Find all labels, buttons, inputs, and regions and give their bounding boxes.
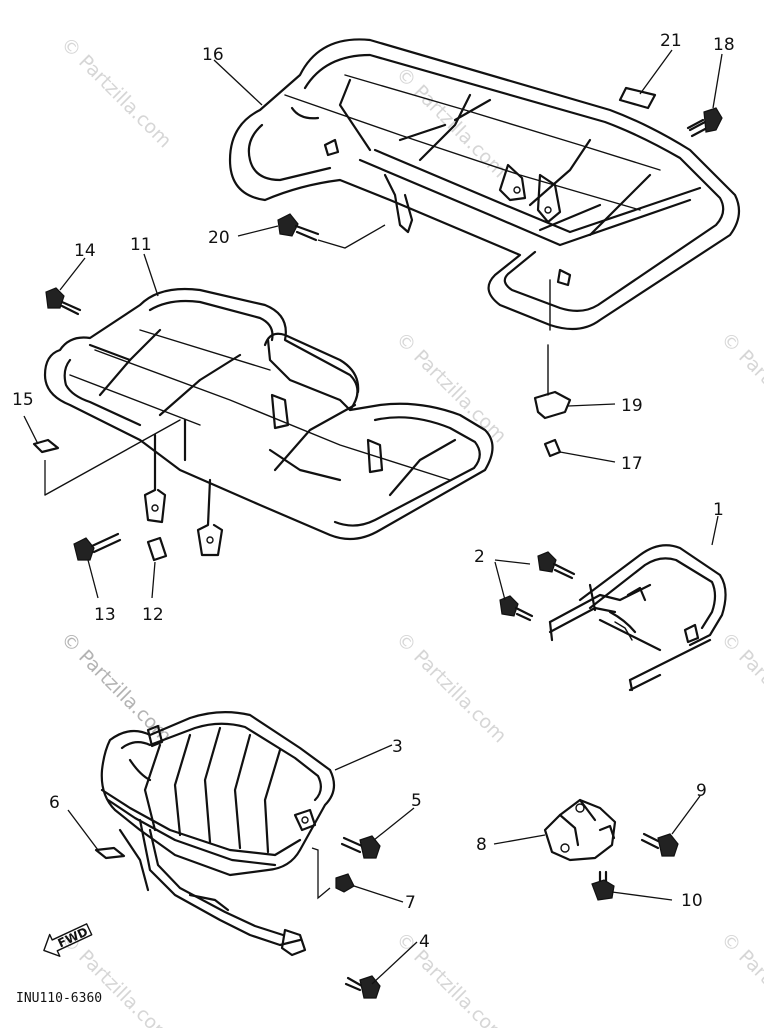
bolts-2 [499,551,576,622]
rear-guard-1 [548,544,727,692]
callout-8: 8 [476,835,487,855]
callout-3: 3 [392,737,403,757]
bolt-18 [686,107,723,138]
callout-21: 21 [660,31,682,51]
bolt-14 [45,287,82,316]
callout-18: 18 [713,35,735,55]
callout-17: 17 [621,454,643,474]
watermark-5: © Partzilla.com [391,628,510,747]
watermark-1: © Partzilla.com [56,33,175,152]
callout-7: 7 [405,893,416,913]
bolt-4 [344,975,381,999]
callout-12: 12 [142,605,164,625]
leader-lines [23,49,723,985]
bolt-9 [640,832,679,857]
bolt-20 [277,213,320,242]
diagram-code: INU110-6360 [16,991,102,1006]
callout-6: 6 [49,793,60,813]
bolt-13 [73,532,122,561]
label-21 [618,86,657,110]
bolt-10 [591,870,615,901]
label-6 [94,846,126,860]
rear-carrier-16 [228,38,741,396]
callout-10: 10 [681,891,703,911]
bolt-5 [340,835,381,859]
watermark-6: © Partzilla.com [716,628,764,747]
callout-2: 2 [474,547,485,567]
callout-15: 15 [12,390,34,410]
fwd-arrow-icon [43,923,93,957]
watermark-4: © Partzilla.com [716,328,764,447]
callout-13: 13 [94,605,116,625]
callout-9: 9 [696,781,707,801]
callout-5: 5 [411,791,422,811]
watermark-9: © Partzilla.com [716,928,764,1028]
callout-4: 4 [419,932,430,952]
watermark-8: © Partzilla.com [391,928,510,1028]
front-guard-3 [100,711,336,957]
callout-1: 1 [713,500,724,520]
front-carrier-11 [43,287,494,557]
callout-11: 11 [130,235,152,255]
callout-16: 16 [202,45,224,65]
clip-19 [533,390,572,420]
collar-12 [146,536,168,562]
callout-19: 19 [621,396,643,416]
bracket-8 [543,798,617,862]
callouts: 1 2 3 4 5 6 7 8 9 10 11 12 13 14 15 16 1… [12,31,735,952]
callout-14: 14 [74,241,96,261]
label-15 [32,438,60,454]
collar-7 [335,873,355,893]
collar-17 [543,438,562,458]
callout-20: 20 [208,228,230,248]
